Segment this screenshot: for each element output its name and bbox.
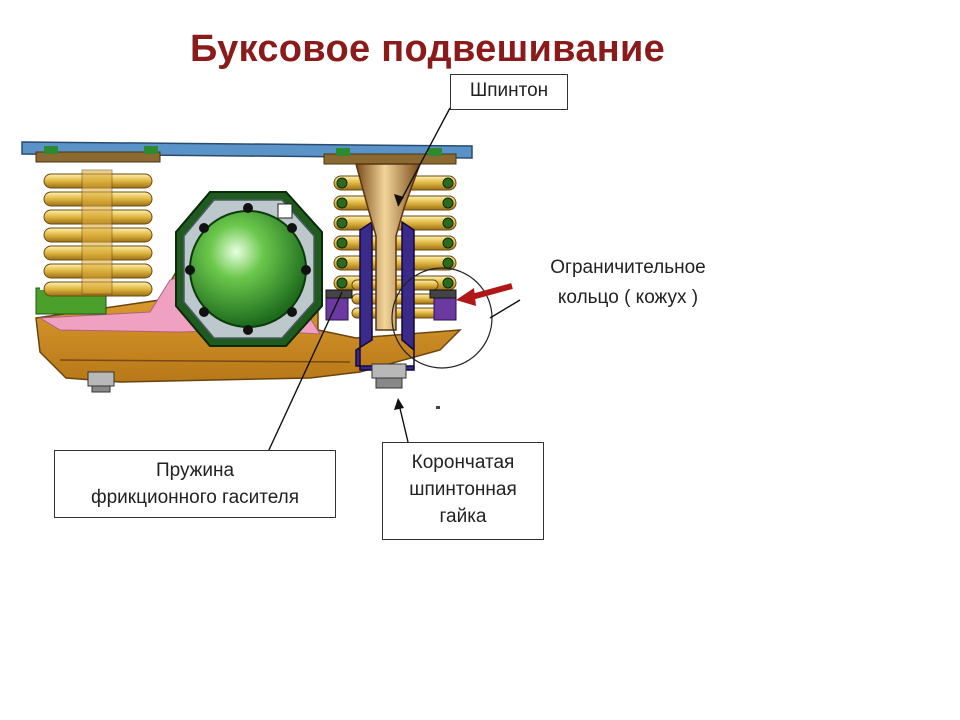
frame-top-plate	[21, 141, 473, 165]
left-spring	[40, 168, 156, 297]
nut-label-line3: гайка	[439, 506, 487, 527]
ring-label: Ограничительное кольцо ( кожух )	[518, 253, 738, 313]
axle-box-housing	[175, 191, 323, 347]
ring-label-line1: Ограничительное	[550, 257, 706, 278]
ring-highlight-circle	[391, 267, 493, 369]
arrow-head-pin	[394, 194, 404, 206]
nut-label-line2: шпинтонная	[409, 479, 517, 500]
arrow-head-nut	[394, 398, 404, 410]
nut-label: Корончатая шпинтонная гайка	[382, 442, 544, 540]
spring-label-line2: фрикционного гасителя	[90, 487, 300, 508]
ring-label-line2: кольцо ( кожух )	[557, 287, 699, 308]
pin-guide-housing	[355, 220, 415, 371]
nut-label-line1: Корончатая	[411, 452, 515, 473]
pin-shpinton	[355, 163, 422, 331]
spring-label: Пружина фрикционного гасителя	[54, 450, 336, 518]
crown-nut	[87, 363, 407, 393]
slide-title: Буксовое подвешивание	[190, 28, 666, 70]
red-arrow	[456, 283, 513, 306]
shpinton-label: Шпинтон	[450, 74, 568, 110]
spring-label-line1: Пружина	[155, 460, 235, 481]
